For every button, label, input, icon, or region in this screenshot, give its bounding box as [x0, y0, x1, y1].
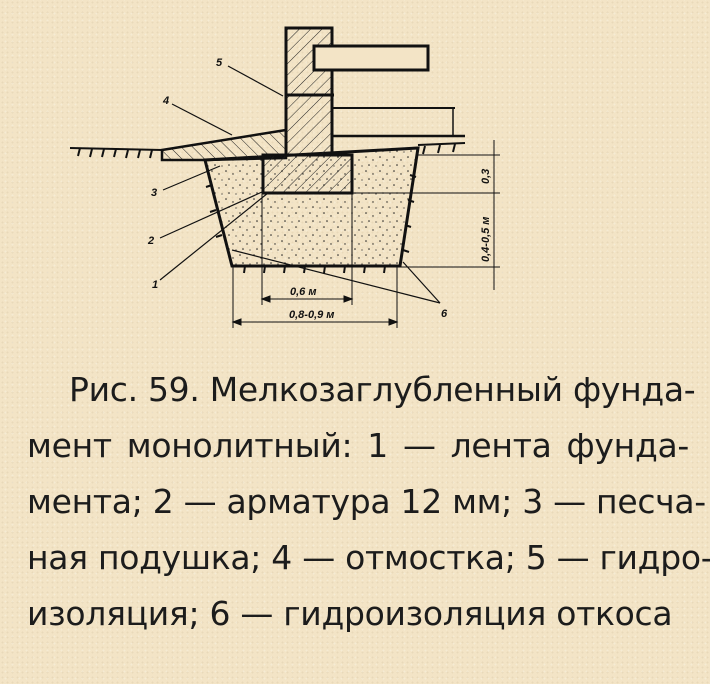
caption-line: мента; 2 — арматура 12 мм; 3 — песча-: [27, 482, 706, 521]
floor-slab: [312, 44, 430, 72]
ground-line: [69, 142, 466, 274]
figure-caption: Рис. 59. Мелкозаглубленный фунда- мент м…: [27, 362, 710, 642]
dim-0-6: 0,6 м: [290, 286, 317, 298]
caption-line: ная подушка; 4 — отмостка; 5 — гидро-: [27, 538, 710, 577]
foundation-diagram: 5 4 3 2 1 6 0,3 0,4-0,5 м 0,6 м 0,8-0,9 …: [69, 26, 500, 328]
caption-line: Рис. 59. Мелкозаглубленный фунда-: [69, 370, 696, 409]
dim-0-8-0-9: 0,8-0,9 м: [289, 309, 334, 321]
caption-line: изоляция; 6 — гидроизоляция откоса: [27, 594, 673, 633]
label-5: 5: [216, 57, 223, 69]
caption-line: мент монолитный: 1 — лента фунда-: [27, 426, 689, 465]
dim-0-4-0-5: 0,4-0,5 м: [480, 217, 492, 262]
label-2: 2: [147, 235, 154, 247]
dim-0-3: 0,3: [480, 169, 492, 184]
blind-area: [160, 128, 288, 162]
foundation-strip: [261, 153, 354, 195]
dimension-lines: [231, 140, 500, 328]
label-4: 4: [162, 95, 169, 107]
label-6: 6: [441, 308, 448, 320]
label-1: 1: [152, 279, 158, 291]
label-3: 3: [151, 187, 157, 199]
floor-fill: [333, 107, 465, 138]
leader-lines: [159, 65, 441, 304]
